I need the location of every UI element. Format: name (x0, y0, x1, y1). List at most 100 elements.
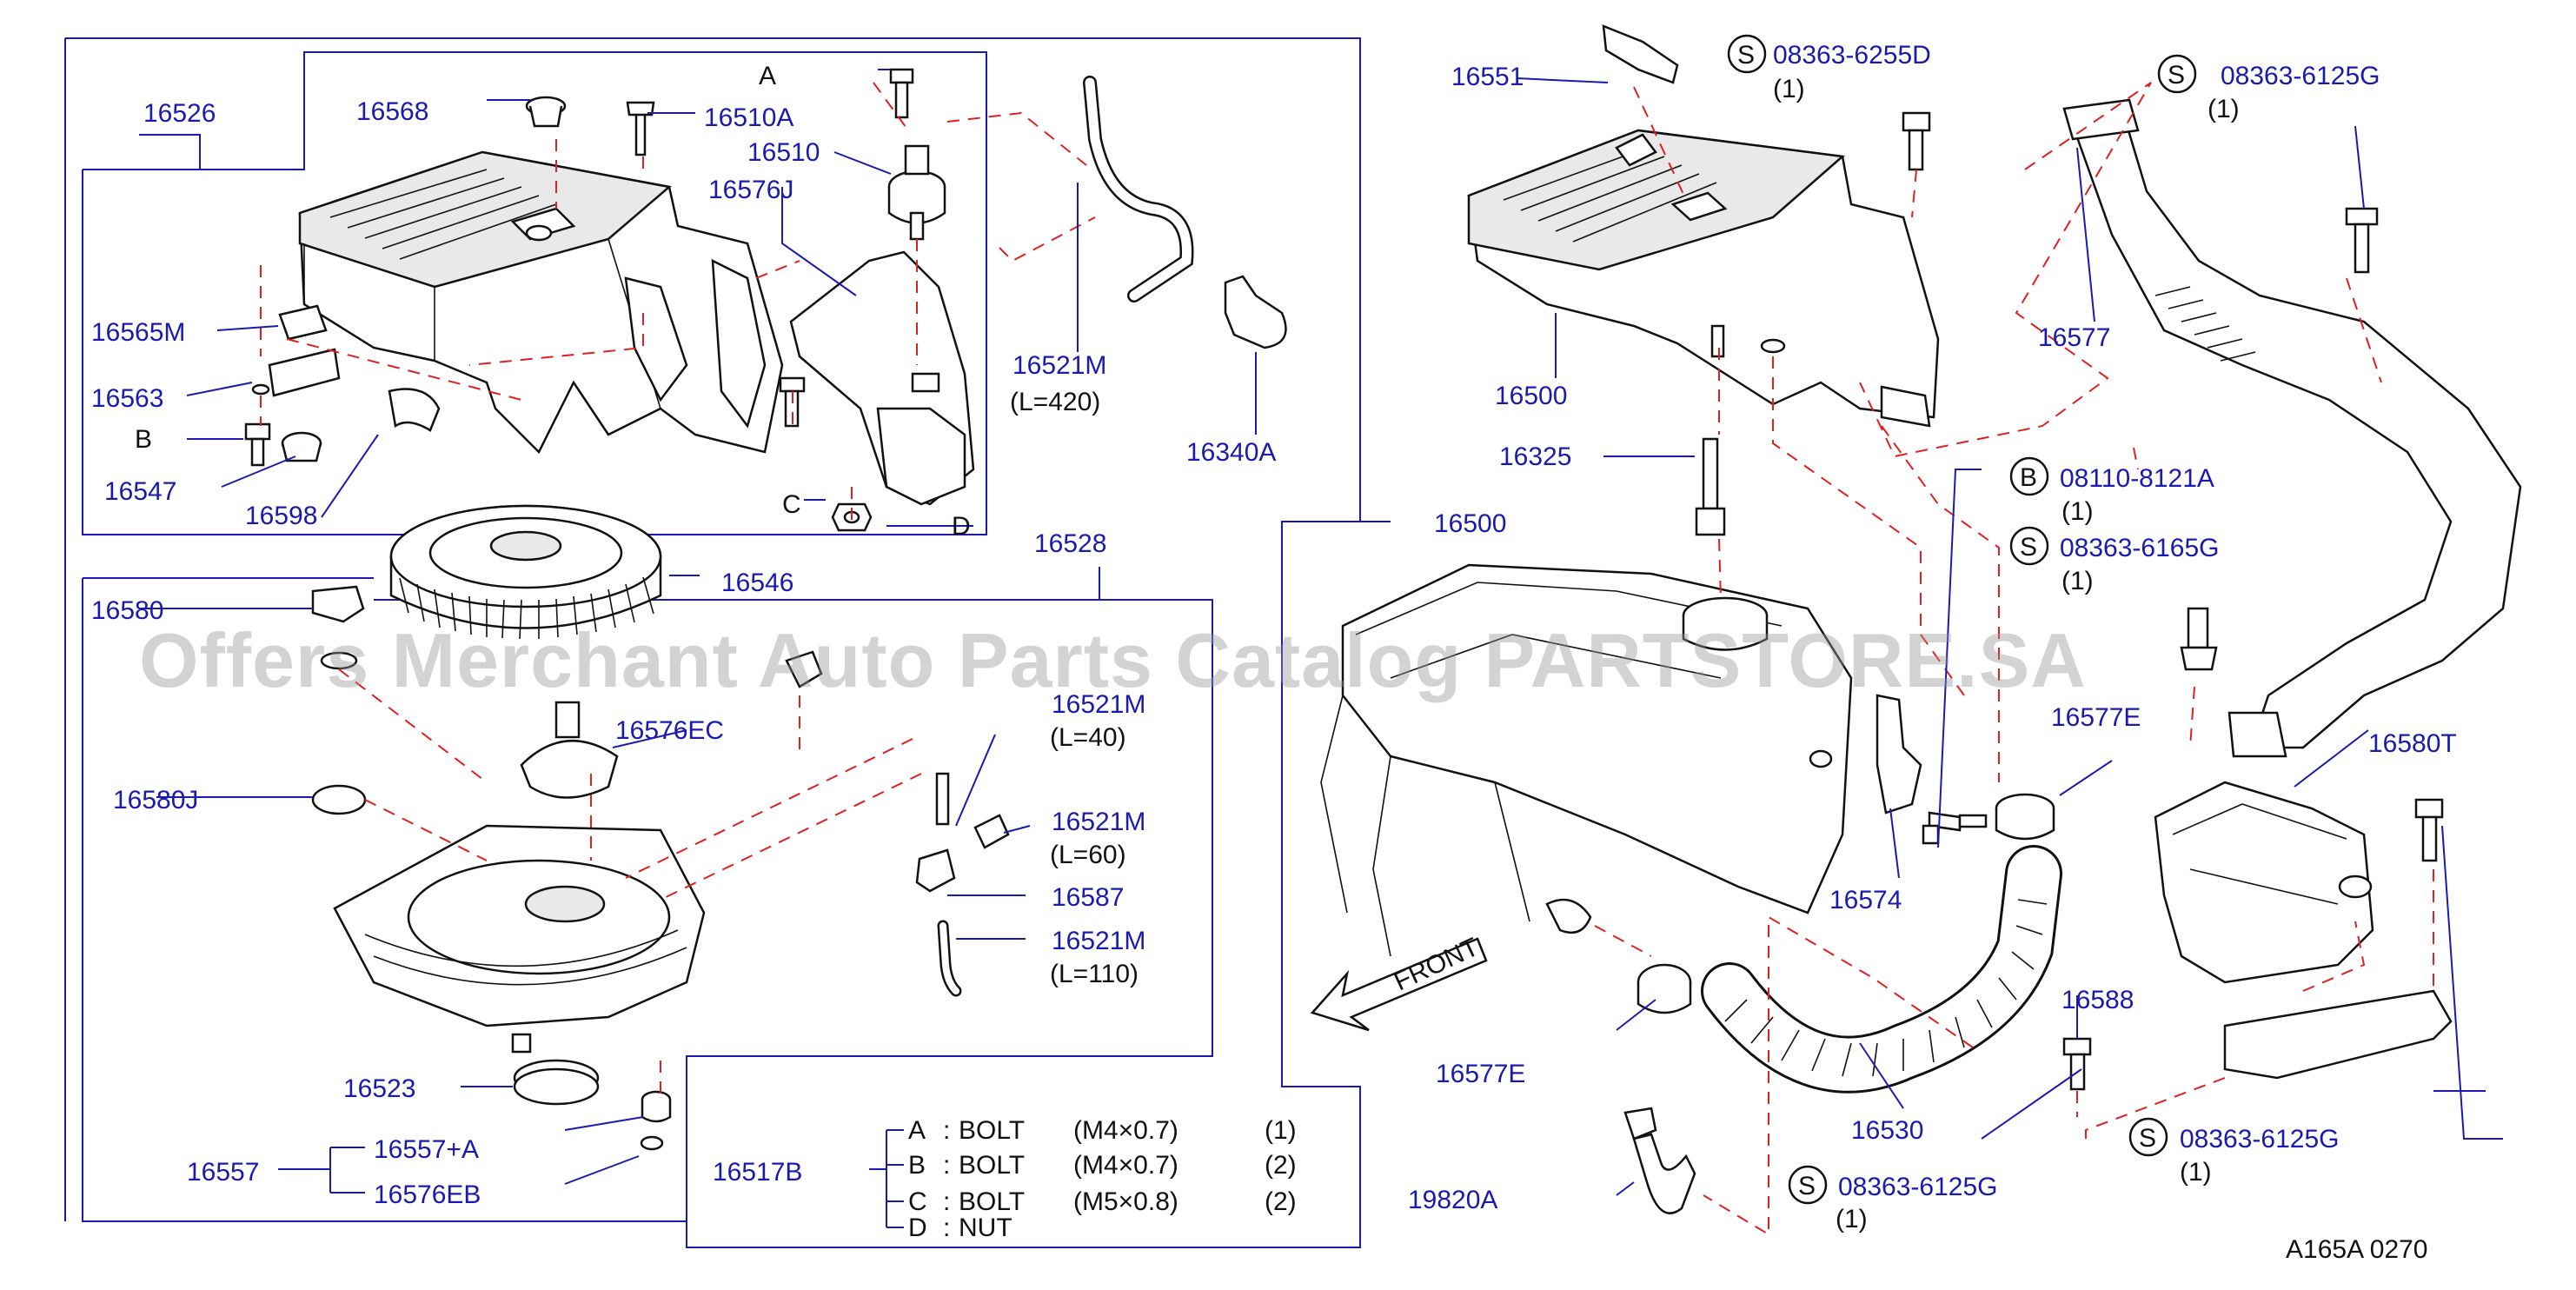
label-16521M-40: 16521M (1052, 690, 1145, 719)
label-16523: 16523 (343, 1074, 415, 1103)
part-labels: 16526 16568 16510A 16510 16576J 16565M 1… (91, 63, 2457, 1214)
cap-16580 (311, 585, 365, 623)
filter-element-16546 (389, 504, 662, 640)
letter-b: B (135, 425, 152, 454)
legend-row-d: D : NUT (908, 1214, 1012, 1242)
hose-16521M-40 (935, 772, 950, 826)
std-qty-3: (1) (2061, 567, 2094, 595)
label-16526: 16526 (143, 99, 216, 128)
air-cleaner-cover-16526 (298, 150, 784, 455)
frame-lines (64, 37, 1361, 1248)
label-16563: 16563 (91, 384, 163, 413)
std-part-3: S 08363-6165G (1) (2009, 526, 2220, 595)
fastener-legend: A : BOLT (M4×0.7) (1) B : BOLT (M4×0.7) … (908, 1116, 1297, 1242)
label-16588: 16588 (2061, 986, 2134, 1014)
hose-lengths: (L=420) (L=40) (L=60) (L=110) (1010, 388, 1139, 988)
legend-type: BOLT (959, 1116, 1025, 1145)
engine-outline (1320, 563, 1853, 957)
legend-sep: : (943, 1116, 950, 1145)
front-arrow (1310, 937, 1488, 1032)
std-prefix-4: S (2139, 1124, 2156, 1153)
letter-c: C (782, 490, 801, 519)
air-cleaner-assy-16500 (1467, 24, 1940, 428)
std-part-1: S 08363-6125G (1) (2157, 54, 2380, 123)
label-16521M-60: 16521M (1052, 808, 1145, 836)
legend-key: A (908, 1116, 926, 1145)
legend-row-c: C : BOLT (M5×0.8) (2) (908, 1187, 1297, 1216)
std-qty-5: (1) (1836, 1205, 1868, 1233)
std-number-3: 08363-6165G (2060, 534, 2220, 562)
legend-type: BOLT (959, 1187, 1025, 1216)
length-420: (L=420) (1010, 388, 1100, 416)
std-number-1: 08363-6125G (2221, 62, 2380, 90)
label-16587: 16587 (1052, 883, 1124, 912)
clip-16340A (1224, 275, 1287, 349)
std-prefix-5: S (1798, 1172, 1816, 1200)
legend-key: C (908, 1187, 927, 1216)
label-16325: 16325 (1499, 442, 1571, 471)
watermark: Offers Merchant Auto Parts Catalog PARTS… (139, 617, 2087, 703)
hose-16530 (1701, 845, 2062, 1094)
std-prefix-0: S (1737, 41, 1755, 70)
label-16598: 16598 (245, 502, 317, 530)
label-16576EC: 16576EC (615, 716, 724, 745)
label-16340A: 16340A (1186, 438, 1276, 467)
resonator-16580T (2062, 781, 2453, 1091)
bolt-08363-6165G (2180, 607, 2218, 671)
seal-16580J (311, 784, 367, 815)
bolt-08110-8121A (1922, 824, 1940, 845)
label-16577E-right: 16577E (2051, 703, 2141, 732)
label-16510: 16510 (747, 138, 820, 167)
label-16576EB: 16576EB (374, 1180, 481, 1209)
clamps-16577E (1637, 793, 2055, 1014)
clip-16551 (1615, 133, 1657, 167)
hose-16521M-60 (973, 814, 1010, 849)
legend-size: (M5×0.8) (1073, 1187, 1178, 1216)
label-16576J: 16576J (708, 176, 793, 204)
std-qty-0: (1) (1773, 75, 1805, 103)
legend-sep: : (943, 1214, 950, 1242)
label-16530: 16530 (1851, 1116, 1923, 1145)
drawing-code: A165A 0270 (2286, 1235, 2428, 1264)
duct-16577 (2062, 98, 2522, 758)
clip-16598 (388, 388, 441, 432)
std-qty-2: (1) (2061, 497, 2094, 526)
pin-16510A (634, 110, 647, 156)
legend-qty: (2) (1265, 1187, 1297, 1216)
stud-16325 (1695, 437, 1726, 536)
std-part-2: B 08110-8121A (1) (2009, 456, 2214, 526)
legend-type: BOLT (959, 1151, 1025, 1180)
label-16565M: 16565M (91, 318, 185, 347)
std-qty-4: (1) (2180, 1158, 2212, 1187)
label-16568: 16568 (356, 97, 428, 126)
letter-d: D (952, 512, 971, 541)
letter-a: A (759, 62, 776, 90)
label-16580T: 16580T (2368, 729, 2457, 758)
label-16521M-110: 16521M (1052, 927, 1145, 955)
label-16557: 16557 (187, 1158, 259, 1187)
fitting-16587 (915, 848, 956, 893)
legend-key: D (908, 1214, 927, 1242)
legend-size: (M4×0.7) (1073, 1116, 1178, 1145)
std-prefix-1: S (2168, 61, 2185, 90)
std-qty-1: (1) (2208, 95, 2240, 123)
label-16577E-left: 16577E (1436, 1060, 1525, 1088)
label-16500-top: 16500 (1495, 382, 1567, 410)
legend-sep: : (943, 1151, 950, 1180)
label-16528: 16528 (1034, 529, 1106, 558)
label-19820A: 19820A (1408, 1186, 1497, 1214)
leader-lines (139, 69, 2503, 1228)
std-number-5: 08363-6125G (1838, 1173, 1998, 1201)
legend-type: NUT (959, 1214, 1012, 1242)
legend-key: B (908, 1151, 926, 1180)
clip-19820A (1623, 1107, 1696, 1214)
std-prefix-3: S (2020, 533, 2037, 562)
legend-qty: (2) (1265, 1151, 1297, 1180)
label-16580J: 16580J (113, 786, 198, 815)
std-part-4: S 08363-6125G (1) (2128, 1117, 2340, 1187)
hardware-letters: A B C D (135, 62, 971, 541)
label-16577: 16577 (2038, 323, 2110, 352)
label-16551: 16551 (1451, 63, 1524, 91)
label-16546: 16546 (721, 569, 793, 597)
length-40: (L=40) (1050, 723, 1126, 752)
